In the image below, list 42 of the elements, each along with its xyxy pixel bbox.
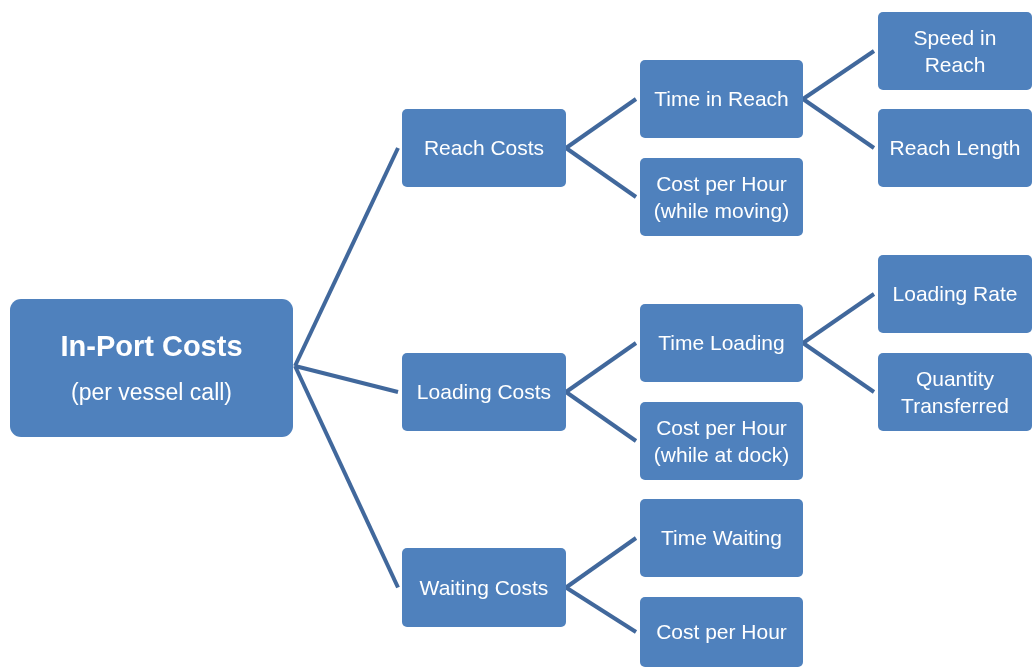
node-label: Speed in Reach <box>912 24 998 78</box>
node-label: Time Waiting <box>661 525 782 552</box>
node-label: Cost per Hour (while at dock) <box>652 414 791 468</box>
connector-line <box>564 97 638 150</box>
node-label: Waiting Costs <box>419 574 549 601</box>
connector-line <box>801 97 876 150</box>
node-label: Time Loading <box>658 330 785 357</box>
cost-box <box>640 597 803 667</box>
node-label: Time in Reach <box>654 86 789 113</box>
cost-box <box>402 548 566 627</box>
node-label: Reach Length <box>889 135 1021 162</box>
cost-box <box>402 109 566 187</box>
connector-line <box>564 585 638 634</box>
connector-line <box>564 146 638 199</box>
cost-box <box>402 353 566 431</box>
node-label: Loading Costs <box>416 379 552 406</box>
connector-line <box>801 292 876 345</box>
cost-box <box>878 109 1032 187</box>
cost-box <box>878 353 1032 431</box>
cost-box <box>640 499 803 577</box>
cost-box <box>878 255 1032 333</box>
connector-line <box>564 341 638 394</box>
cost-box <box>640 304 803 382</box>
node-label: Cost per Hour (while moving) <box>652 170 791 224</box>
connector-line <box>293 365 400 589</box>
cost-box <box>640 158 803 236</box>
connector-line <box>564 390 638 443</box>
cost-box <box>878 12 1032 90</box>
connector-line <box>293 147 400 367</box>
connector-line <box>801 49 876 101</box>
connector-line <box>564 536 638 590</box>
node-title: In-Port Costs <box>60 329 243 365</box>
node-subtitle: (per vessel call) <box>70 377 232 407</box>
root-box <box>10 299 293 437</box>
cost-box <box>640 402 803 480</box>
connector-line <box>801 341 876 394</box>
node-label: Loading Rate <box>892 281 1018 308</box>
node-label: Quantity Transferred <box>900 365 1010 419</box>
node-label: Reach Costs <box>423 135 545 162</box>
connector-line <box>294 364 399 394</box>
node-label: Cost per Hour <box>656 619 787 646</box>
cost-box <box>640 60 803 138</box>
